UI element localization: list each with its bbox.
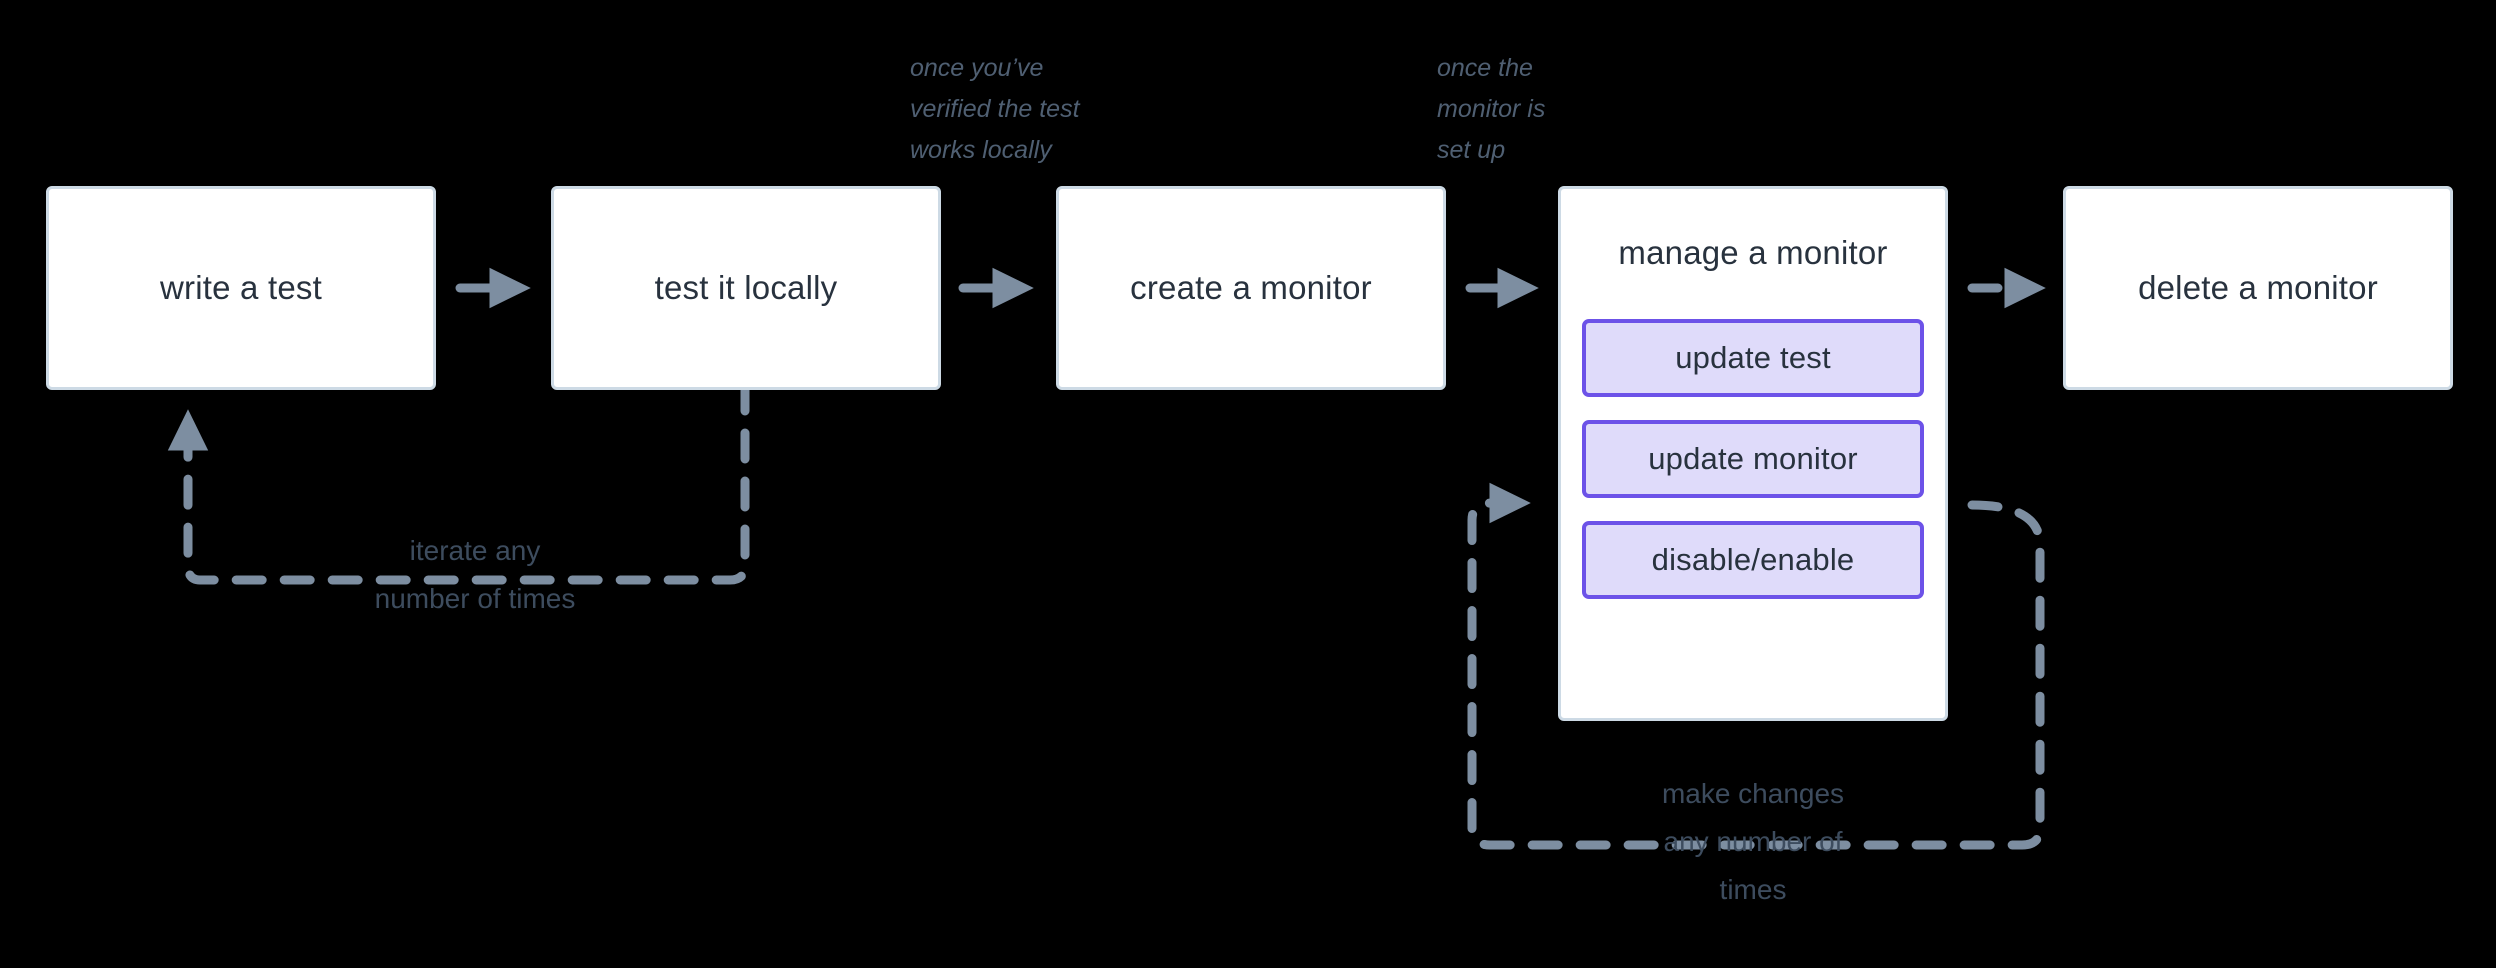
subnode-disable-enable[interactable]: disable/enable bbox=[1582, 521, 1924, 599]
edge-label-iterate-loop: iterate any number of times bbox=[374, 535, 576, 614]
subnode-update-monitor[interactable]: update monitor bbox=[1582, 420, 1924, 498]
manage-a-monitor-substeps: update test update monitor disable/enabl… bbox=[1582, 319, 1924, 599]
node-write-a-test[interactable]: write a test bbox=[46, 186, 436, 390]
node-delete-a-monitor[interactable]: delete a monitor bbox=[2063, 186, 2453, 390]
subnode-update-monitor-label: update monitor bbox=[1648, 441, 1858, 476]
node-create-a-monitor-label: create a monitor bbox=[1130, 269, 1372, 306]
node-manage-a-monitor-label: manage a monitor bbox=[1618, 234, 1888, 271]
node-create-a-monitor[interactable]: create a monitor bbox=[1056, 186, 1446, 390]
edge-label-manage-loop: make changes any number of times bbox=[1661, 778, 1845, 905]
node-write-a-test-label: write a test bbox=[160, 269, 322, 306]
node-delete-a-monitor-label: delete a monitor bbox=[2138, 269, 2378, 306]
node-manage-a-monitor[interactable]: manage a monitor update test update moni… bbox=[1558, 186, 1948, 721]
subnode-update-test-label: update test bbox=[1675, 340, 1831, 375]
subnode-update-test[interactable]: update test bbox=[1582, 319, 1924, 397]
node-test-it-locally-label: test it locally bbox=[654, 269, 838, 306]
subnode-disable-enable-label: disable/enable bbox=[1651, 542, 1855, 577]
annotation-after-local-test: once you’ve verified the test works loca… bbox=[910, 54, 1080, 164]
annotation-after-monitor-setup: once the monitor is set up bbox=[1437, 54, 1546, 164]
node-test-it-locally[interactable]: test it locally bbox=[551, 186, 941, 390]
